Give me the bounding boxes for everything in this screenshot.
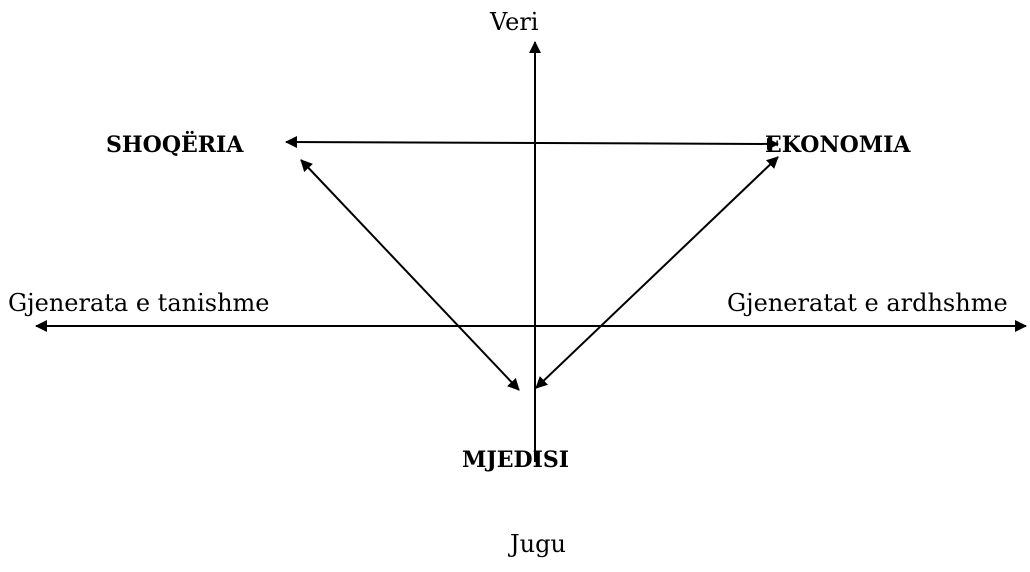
economy-node-label: EKONOMIA bbox=[765, 132, 911, 158]
west-label: Gjenerata e tanishme bbox=[8, 289, 270, 317]
economy-environment-arrow bbox=[535, 156, 779, 389]
society-node-label: SHOQËRIA bbox=[106, 132, 244, 158]
east-label: Gjeneratat e ardhshme bbox=[727, 289, 1008, 317]
society-environment-arrow bbox=[300, 159, 520, 391]
society-economy-arrow bbox=[285, 136, 779, 150]
south-label: Jugu bbox=[510, 530, 566, 558]
environment-node-label: MJEDISI bbox=[462, 447, 570, 473]
north-label: Veri bbox=[490, 8, 539, 36]
